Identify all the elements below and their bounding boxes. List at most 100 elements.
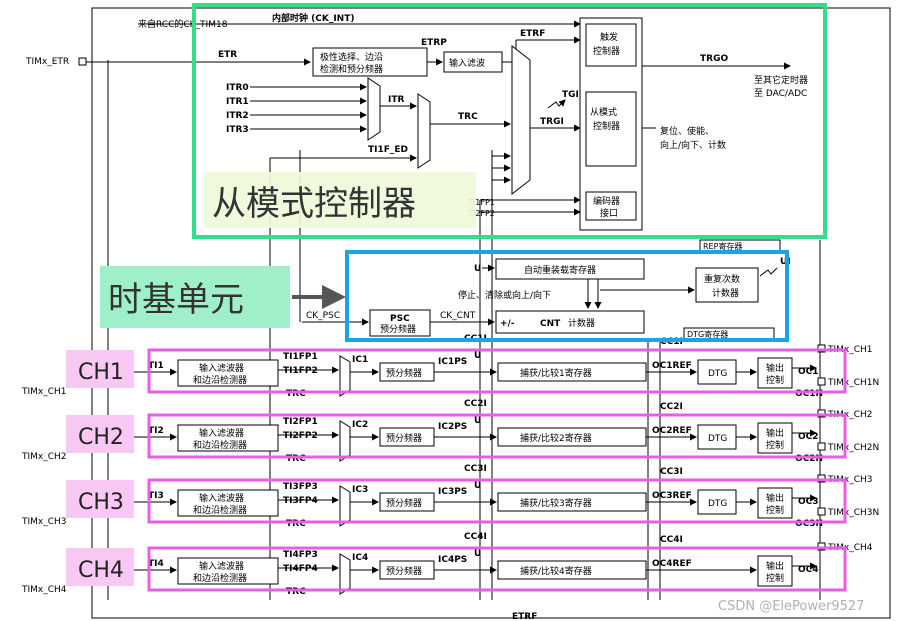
fp-b-label: TI1FP2: [283, 366, 318, 376]
output-line1: 输出: [766, 492, 784, 504]
ck-psc-label: CK_PSC: [306, 311, 340, 321]
cnt-counter: [495, 310, 645, 334]
channel-label: CH4: [78, 558, 124, 583]
dtg-label: DTG: [708, 369, 727, 379]
out-pin-n: [817, 377, 826, 386]
polarity-block: [312, 47, 428, 77]
dtg-register-label: DTG寄存器: [687, 329, 728, 339]
itr3-label: ITR3: [226, 125, 249, 135]
ocref-label: OC4REF: [652, 559, 692, 569]
ti-label: TI3: [148, 491, 164, 501]
encoder-line2: 接口: [600, 207, 618, 219]
channel-pin-label: TIMx_CH3: [21, 517, 67, 527]
itr2-label: ITR2: [226, 111, 249, 121]
trigger-ctrl-line1: 触发: [600, 31, 618, 43]
cci-label: CC2I: [464, 399, 487, 409]
encoder-interface-block: [585, 191, 637, 221]
watermark: CSDN @ElePower9527: [718, 599, 864, 614]
oc-label: OC4: [798, 565, 819, 575]
psc-block: [369, 309, 431, 337]
capture-label: 捕获/比较3寄存器: [520, 497, 592, 509]
fp-b-label: TI4FP4: [283, 564, 318, 574]
out-pin-n-label: TIMx_CH2N: [827, 443, 879, 453]
input-filter-block: [177, 557, 279, 585]
trc-label: TRC: [286, 454, 306, 464]
capture-label: 捕获/比较1寄存器: [520, 367, 592, 379]
trigger-controller-block: [585, 23, 637, 67]
icps-label: IC4PS: [438, 555, 467, 565]
out-pin-label: TIMx_CH2: [827, 410, 873, 420]
time-base-label: 时基单元: [108, 280, 244, 320]
out-pin-n-label: TIMx_CH1N: [827, 378, 879, 388]
polarity-line1: 极性选择、边沿: [320, 51, 383, 63]
time-base-label-bg: [100, 266, 290, 328]
trc-label: TRC: [286, 519, 306, 529]
output-control-block: [757, 555, 793, 587]
output-line1: 输出: [766, 427, 784, 439]
filter-line1: 输入滤波器: [199, 492, 244, 504]
itr1-label: ITR1: [226, 97, 249, 107]
etr-label: ETR: [218, 50, 237, 60]
ocref-label: OC2REF: [652, 426, 692, 436]
slave-mode-label: 从模式控制器: [212, 184, 416, 224]
fp-a-label: TI3FP3: [283, 482, 318, 492]
channel-highlight: [147, 413, 847, 459]
channel-highlight: [147, 348, 847, 394]
out-pin-n-label: TIMx_CH3N: [827, 508, 879, 518]
etr-pin-label: TIMx_ETR: [25, 57, 69, 67]
filter-line2: 和边沿检测器: [193, 374, 247, 386]
filter-line2: 和边沿检测器: [193, 439, 247, 451]
output-control-block: [757, 422, 793, 454]
filter-line2: 和边沿检测器: [193, 572, 247, 584]
oc-label: OC2: [798, 432, 819, 442]
channel-label: CH1: [78, 360, 124, 385]
etrf-label: ETRF: [520, 29, 545, 39]
channel-label: CH2: [78, 425, 124, 450]
channel-pin-label: TIMx_CH4: [21, 585, 67, 595]
psc-label: PSC: [390, 314, 410, 324]
output-line2: 控制: [766, 504, 784, 516]
channel-label-bg: [66, 415, 134, 453]
input-filter-block: [177, 489, 279, 517]
ic-mux: [339, 355, 351, 397]
trigger-controller-outline: [579, 17, 643, 231]
plus-minus-label: +/-: [500, 319, 515, 329]
ck-cnt-label: CK_CNT: [440, 311, 476, 321]
to-other-timers: 至其它定时器: [754, 74, 808, 86]
slave-mode-highlight: [192, 3, 827, 239]
u-label: U: [474, 264, 481, 274]
polarity-line2: 检测和预分频器: [320, 63, 383, 75]
output-control-block: [757, 357, 793, 389]
u-label: U: [474, 549, 481, 559]
slave-ctrl-line2: 控制器: [593, 120, 620, 132]
channel-label: CH3: [78, 490, 124, 515]
ic-mux: [339, 553, 351, 595]
dtg-label: DTG: [708, 434, 727, 444]
cnt-sub-label: 计数器: [568, 317, 595, 329]
output-line1: 输出: [766, 560, 784, 572]
etr-pin: [78, 57, 87, 66]
out-pin-label: TIMx_CH1: [827, 345, 873, 355]
stop-clear-label: 停止、清除或向上/向下: [458, 289, 551, 301]
channel-pin-label: TIMx_CH1: [21, 387, 67, 397]
channel-label-bg: [66, 480, 134, 518]
cci-label: CC3I: [464, 464, 487, 474]
output-line1: 输出: [766, 362, 784, 374]
out-pin-n: [817, 442, 826, 451]
u-label: U: [474, 481, 481, 491]
internal-clock-label: 内部时钟 (CK_INT): [272, 12, 354, 24]
dtg-block: [697, 489, 737, 515]
etrp-label: ETRP: [421, 38, 447, 48]
ti-label: TI2: [148, 426, 164, 436]
dtg-label: DTG: [708, 499, 727, 509]
ocref-label: OC1REF: [652, 361, 692, 371]
output-line2: 控制: [766, 572, 784, 584]
oc-label: OC1: [798, 367, 819, 377]
ocn-label: OC1N: [795, 389, 823, 399]
ti1fp1-small: TI1FP1: [467, 198, 495, 207]
slave-controller-block: [585, 91, 637, 167]
itr-mux: [367, 77, 381, 141]
fp-a-label: TI4FP3: [283, 550, 318, 560]
